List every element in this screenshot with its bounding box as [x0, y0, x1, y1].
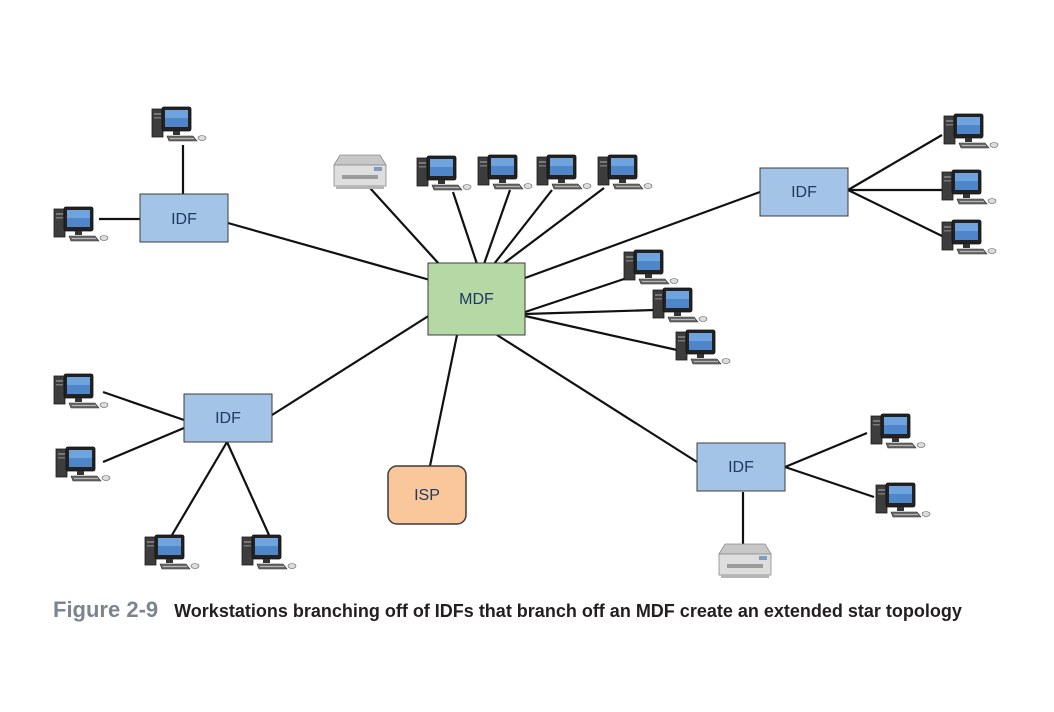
printer-icon [718, 543, 772, 579]
isp-node: ISP [387, 465, 467, 525]
figure-caption-text: Workstations branching off of IDFs that … [174, 601, 962, 621]
workstation-icon [55, 446, 111, 482]
figure-number: Figure 2-9 [53, 597, 159, 622]
workstation-icon [241, 534, 297, 570]
workstation-icon [477, 154, 533, 190]
workstation-icon [144, 534, 200, 570]
workstation-icon [416, 155, 472, 191]
workstation-icon [652, 287, 708, 323]
idf-node-bottom-right: IDF [696, 442, 786, 492]
idf-label: IDF [728, 459, 754, 476]
workstation-icon [943, 113, 999, 149]
printer-icon [333, 154, 387, 190]
mdf-label: MDF [459, 291, 494, 308]
workstation-icon [53, 206, 109, 242]
mdf-node: MDF [427, 262, 526, 336]
idf-label: IDF [215, 410, 241, 427]
figure-caption: Figure 2-9 Workstations branching off of … [53, 596, 1013, 627]
idf-node-bottom-left: IDF [183, 393, 273, 443]
workstation-icon [941, 169, 997, 205]
idf-node-top-right: IDF [759, 167, 849, 217]
workstation-icon [875, 482, 931, 518]
extended-star-topology-diagram: MDF IDF IDF IDF IDF ISP [53, 106, 999, 579]
workstation-icon [536, 154, 592, 190]
workstation-icon [870, 413, 926, 449]
workstation-icon [597, 154, 653, 190]
workstation-icon [941, 219, 997, 255]
workstation-icon [623, 249, 679, 285]
idf-label: IDF [171, 211, 197, 228]
idf-label: IDF [791, 184, 817, 201]
workstation-icon [675, 329, 731, 365]
workstation-icon [151, 106, 207, 142]
connection-lines [99, 134, 943, 545]
idf-node-top-left: IDF [139, 193, 229, 243]
workstation-icon [53, 373, 109, 409]
isp-label: ISP [414, 487, 440, 504]
